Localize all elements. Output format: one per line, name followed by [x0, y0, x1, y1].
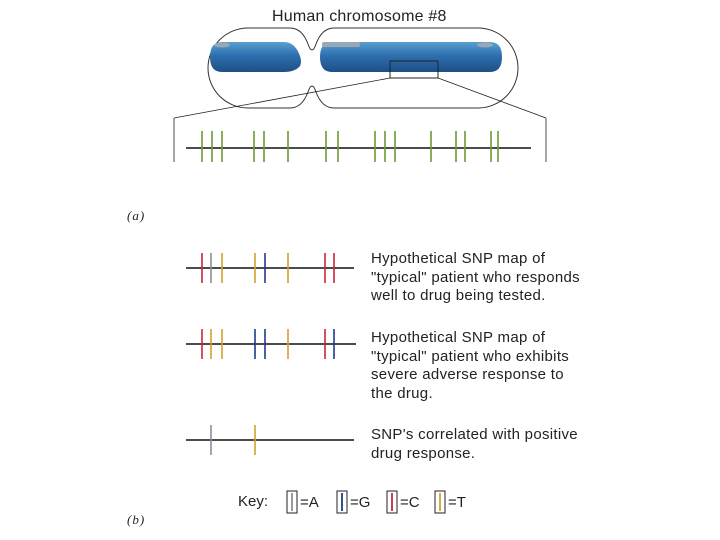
map-1-description: Hypothetical SNP map of "typical" patien… — [371, 250, 580, 304]
chromosome-title: Human chromosome #8 — [272, 8, 447, 25]
key-text-a: =A — [300, 494, 319, 511]
zoom-region-box — [389, 60, 439, 79]
panel-a-label: (a) — [127, 208, 146, 223]
zoom-line-left — [173, 77, 391, 119]
key-text-t: =T — [448, 494, 466, 511]
chromosome-q-arm — [320, 42, 502, 72]
zoom-line-right — [437, 77, 547, 119]
chromosome-q-band — [322, 42, 360, 47]
chromosome-p-band — [214, 42, 230, 48]
map-2-description: Hypothetical SNP map of "typical" patien… — [371, 329, 570, 402]
key-box-c — [386, 490, 398, 514]
chromosome-p-arm — [210, 42, 301, 72]
key-box-g — [336, 490, 348, 514]
snp-maps-b — [186, 253, 356, 455]
panel-b-label: (b) — [127, 512, 146, 527]
key-text-g: =G — [350, 494, 371, 511]
key-text-c: =C — [400, 494, 420, 511]
key-label: Key: — [238, 493, 269, 510]
key-swatches — [286, 490, 446, 514]
key-box-a — [286, 490, 298, 514]
key-box-t — [434, 490, 446, 514]
chromosome-outline — [207, 27, 519, 109]
map-3-description: SNP's correlated with positive drug resp… — [371, 426, 578, 462]
snp-strand-a — [186, 131, 531, 162]
chromosome-q-tip-band — [477, 42, 493, 48]
